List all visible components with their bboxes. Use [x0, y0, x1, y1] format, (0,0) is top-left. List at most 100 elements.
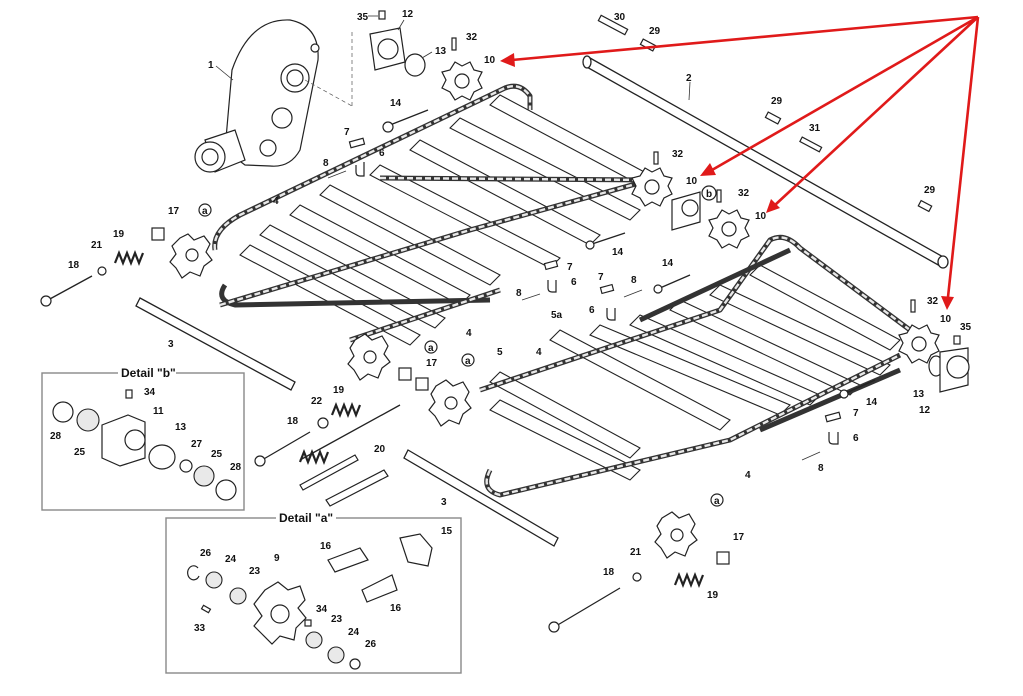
callout-5a: 5a	[551, 310, 563, 321]
callout-35-right: 35	[960, 322, 972, 333]
conveyor-right	[479, 234, 912, 498]
washer-21-bottom	[632, 572, 642, 582]
grease-nipple-34	[125, 389, 133, 399]
conveyor-left	[212, 83, 664, 346]
callout-20: 20	[374, 444, 386, 455]
callout-34-a: 34	[316, 604, 328, 615]
snap-ring-26-b	[349, 658, 361, 670]
sprocket-middle-left	[631, 167, 673, 207]
callout-7-a: 7	[344, 127, 350, 138]
tensioner-sprocket-mid2	[428, 379, 472, 427]
callout-3-left: 3	[168, 339, 174, 350]
callout-10-top: 10	[484, 55, 496, 66]
callout-a-4: a	[714, 496, 720, 507]
callout-10-mid: 10	[686, 176, 698, 187]
callout-30: 30	[614, 12, 626, 23]
callout-19-left: 19	[113, 229, 125, 240]
arrow-to-sprocket-mid2	[774, 16, 979, 206]
pin-33	[200, 604, 212, 614]
callout-25-a: 25	[74, 447, 86, 458]
snap-ring-28-a	[52, 401, 74, 423]
callout-6-b: 6	[571, 277, 577, 288]
clip-7-b	[543, 259, 559, 271]
bolt-18-bottom	[548, 587, 621, 633]
callout-18-mid: 18	[287, 416, 299, 427]
arrow-to-sprocket-mid	[711, 15, 979, 172]
callout-8-a: 8	[323, 158, 329, 169]
grease-nipple-34-a	[304, 619, 312, 627]
detail-ref-a-3	[461, 353, 475, 367]
callout-32-right: 32	[927, 296, 939, 307]
pin-32-top	[451, 37, 457, 51]
idler-shaft-3-left	[135, 297, 296, 391]
callout-23-a: 23	[249, 566, 261, 577]
callout-27: 27	[191, 439, 203, 450]
callout-1: 1	[208, 60, 214, 71]
callout-11: 11	[153, 406, 164, 417]
pin-8-b	[521, 293, 541, 301]
callout-10-right: 10	[940, 314, 952, 325]
spring-19-mid	[330, 402, 362, 418]
arrow-to-sprocket-top	[511, 15, 979, 62]
grease-nipple-right	[953, 335, 961, 345]
key-31	[799, 136, 823, 153]
callout-8-d: 8	[818, 463, 824, 474]
bearing-flange-right	[939, 347, 970, 393]
u-bolt-6-a	[355, 162, 365, 177]
u-bolt-6-c	[606, 308, 616, 321]
callout-4-c: 4	[536, 347, 542, 358]
callout-4-d: 4	[745, 470, 751, 481]
callout-6-c: 6	[589, 305, 595, 316]
detail-ref-a-4	[710, 493, 724, 507]
callout-14-top: 14	[390, 98, 402, 109]
pin-8-d	[801, 451, 821, 461]
callout-19-bottom: 19	[707, 590, 719, 601]
callout-35-top: 35	[357, 12, 369, 23]
callout-a-1: a	[202, 206, 208, 217]
callout-13-b: 13	[175, 422, 187, 433]
callout-8-c: 8	[631, 275, 637, 286]
key-30	[597, 14, 629, 36]
callout-29-a: 29	[649, 26, 661, 37]
seal-25-b	[193, 465, 215, 487]
callout-13-top: 13	[435, 46, 447, 57]
callout-12-top: 12	[402, 9, 414, 20]
idler-shaft-3-mid	[403, 449, 559, 547]
u-bolt-6-d	[828, 432, 839, 445]
key-29-c	[917, 199, 933, 213]
sprocket-right	[898, 324, 940, 364]
callout-32-mid2: 32	[738, 188, 750, 199]
callout-6-d: 6	[853, 433, 859, 444]
tensioner-sprocket-left	[169, 233, 213, 279]
snap-ring-28-b	[215, 479, 237, 501]
callout-25-b: 25	[211, 449, 223, 460]
callout-34-b: 34	[144, 387, 156, 398]
callout-6-a: 6	[379, 148, 385, 159]
bearing-housing-11	[101, 414, 146, 467]
detail-a-title: Detail "a"	[279, 511, 333, 525]
block-17-bottom	[716, 551, 730, 565]
callout-22: 22	[311, 396, 323, 407]
detail-a: Detail "a" 26 24 23 9 33 34 23 24 26 16 …	[165, 511, 462, 674]
pin-8-a	[327, 170, 347, 179]
arrow-to-sprocket-right	[946, 16, 980, 298]
callout-31: 31	[809, 123, 821, 134]
pin-8-c	[623, 289, 643, 298]
detail-ref-b	[701, 185, 717, 201]
callout-26-a: 26	[200, 548, 212, 559]
callout-29-b: 29	[771, 96, 783, 107]
bolt-14-mid	[585, 232, 626, 250]
callout-28-b: 28	[230, 462, 242, 473]
angle-20-b	[325, 469, 389, 507]
bushing-top	[404, 53, 426, 77]
callout-16-b: 16	[390, 603, 402, 614]
callout-5: 5	[497, 347, 503, 358]
highlight-arrows	[500, 15, 980, 310]
callout-24-a: 24	[225, 554, 237, 565]
callout-26-b: 26	[365, 639, 377, 650]
detail-b-title: Detail "b"	[121, 366, 176, 380]
angle-20-a	[299, 454, 359, 491]
callout-21-bottom: 21	[630, 547, 642, 558]
bolt-18-left	[40, 275, 93, 307]
key-29-b	[764, 111, 782, 125]
